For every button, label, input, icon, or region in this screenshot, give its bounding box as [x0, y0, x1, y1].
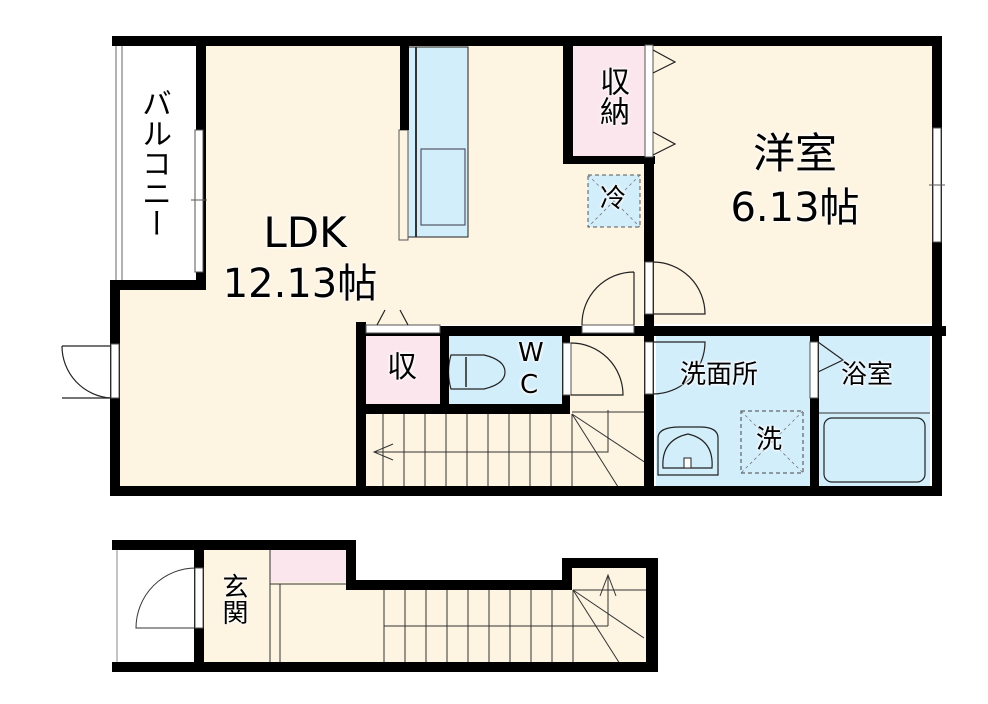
ldk-size: 12.13帖 [222, 261, 378, 307]
balcony-area [112, 40, 200, 288]
entrance-label: 玄関 [218, 573, 248, 625]
toilet-bowl-icon [447, 354, 506, 390]
closet-main-label: 収納 [594, 66, 629, 126]
western-room-label: 洋室 [752, 129, 837, 178]
toilet-label-w: W [518, 338, 544, 368]
toilet-label-c: C [520, 370, 539, 400]
lower-storage [270, 546, 348, 582]
western-room-floor [652, 44, 934, 324]
washer-space-label: 洗 [756, 425, 783, 455]
balcony-label: バルコニー [136, 88, 171, 238]
bathroom-label: 浴室 [841, 360, 894, 390]
entrance-floor [204, 546, 274, 664]
closet-small-label: 収 [387, 350, 417, 385]
western-room-size: 6.13帖 [730, 185, 860, 231]
ldk-label: LDK [263, 208, 347, 257]
ldk-floor [116, 44, 650, 490]
closet-small-floor [366, 330, 440, 404]
closet-main-floor [572, 44, 652, 160]
washroom-label: 洗面所 [680, 360, 759, 390]
fridge-space-label: 冷 [600, 184, 627, 214]
kitchen-sink [420, 148, 466, 226]
entrance-exterior [116, 546, 196, 664]
bathtub-icon [823, 417, 926, 483]
